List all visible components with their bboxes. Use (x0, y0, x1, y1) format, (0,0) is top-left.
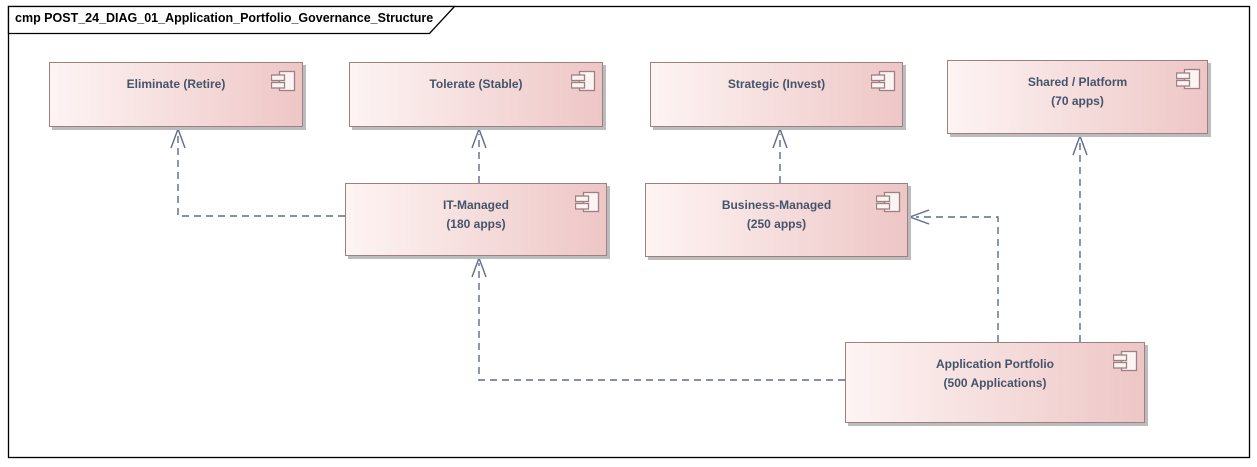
dependency-arrow-itmanaged-to-eliminate[interactable] (170, 126, 345, 217)
component-label: Eliminate (Retire) (126, 77, 226, 91)
component-label: Application Portfolio (936, 357, 1054, 371)
component-label: Tolerate (Stable) (429, 77, 523, 91)
component-sublabel: (250 apps) (746, 217, 807, 231)
dependency-arrow-portfolio-to-business[interactable] (907, 209, 999, 342)
component-icon (1113, 350, 1138, 372)
component-it-managed[interactable]: IT-Managed (180 apps) (345, 183, 607, 256)
dependency-arrow-portfolio-to-shared[interactable] (1072, 133, 1088, 342)
diagram-frame-border (7, 5, 1251, 459)
component-label: Business-Managed (721, 198, 832, 212)
component-label: IT-Managed (442, 198, 509, 212)
component-icon (1176, 68, 1201, 90)
diagram-frame-title: cmp POST_24_DIAG_01_Application_Portfoli… (15, 11, 434, 25)
component-strategic[interactable]: Strategic (Invest) (650, 62, 903, 127)
component-application-portfolio[interactable]: Application Portfolio (500 Applications) (845, 342, 1145, 423)
dependency-arrow-portfolio-to-itmanaged[interactable] (471, 255, 845, 381)
dependency-arrow-business-to-strategic[interactable] (772, 126, 788, 183)
frame-title-pentagon (7, 5, 456, 35)
component-tolerate[interactable]: Tolerate (Stable) (349, 62, 603, 127)
component-icon (876, 191, 901, 213)
component-sublabel: (500 Applications) (943, 376, 1047, 390)
component-sublabel: (70 apps) (1051, 94, 1104, 108)
component-shared-platform[interactable]: Shared / Platform (70 apps) (947, 60, 1208, 134)
component-business-managed[interactable]: Business-Managed (250 apps) (645, 183, 908, 257)
component-eliminate[interactable]: Eliminate (Retire) (49, 62, 303, 127)
component-sublabel: (180 apps) (446, 217, 506, 231)
component-label: Shared / Platform (1027, 75, 1128, 89)
component-icon (571, 70, 596, 92)
component-label: Strategic (Invest) (727, 77, 826, 91)
component-icon (871, 70, 896, 92)
component-icon (271, 70, 296, 92)
component-icon (575, 191, 600, 213)
dependency-arrow-itmanaged-to-tolerate[interactable] (471, 126, 487, 183)
